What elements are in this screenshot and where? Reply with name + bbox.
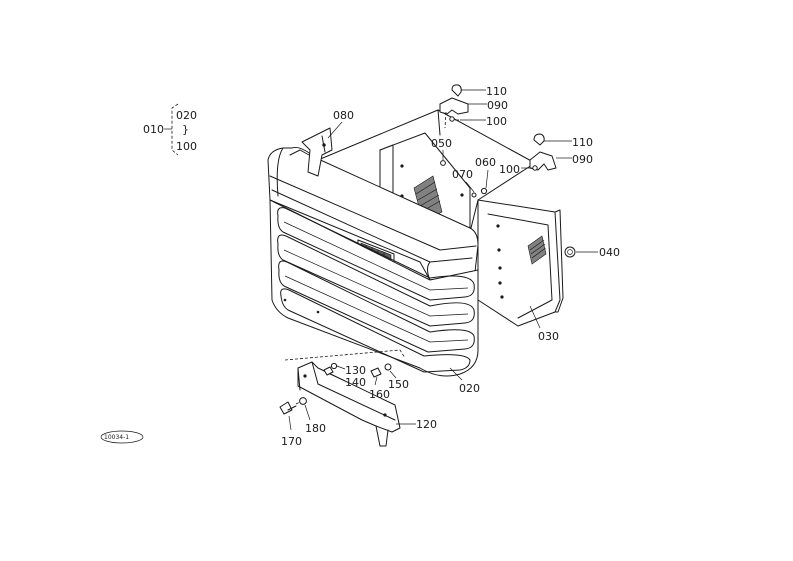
label-130[interactable]: 130 (345, 364, 366, 377)
hardware-lower: 130 140 160 150 170 180 (279, 362, 409, 448)
label-110b[interactable]: 110 (572, 136, 593, 149)
label-080[interactable]: 080 (333, 109, 354, 122)
label-100b[interactable]: 100 (499, 163, 520, 176)
label-070[interactable]: 070 (452, 168, 473, 181)
fasteners-top: 050 060 070 (431, 137, 496, 198)
mounting-plate-120: 120 (284, 349, 437, 447)
grille-louvers (277, 207, 475, 373)
label-090b[interactable]: 090 (572, 153, 593, 166)
label-160[interactable]: 160 (369, 388, 390, 401)
vent-grille-side (527, 235, 547, 265)
label-140[interactable]: 140 (345, 376, 366, 389)
label-110a[interactable]: 110 (486, 85, 507, 98)
bracket-080: 080 (301, 109, 354, 177)
front-grille-020 (267, 147, 479, 377)
label-010[interactable]: 010 (143, 123, 164, 136)
stamp-code: 10034-1 (104, 434, 129, 441)
label-170[interactable]: 170 (281, 435, 302, 448)
label-090a[interactable]: 090 (487, 99, 508, 112)
label-020-group[interactable]: 020 (176, 109, 197, 122)
label-150[interactable]: 150 (388, 378, 409, 391)
drawing-stamp: 10034-1 (100, 430, 144, 444)
hinge-upper: 110 090 100 (439, 84, 508, 129)
label-120[interactable]: 120 (416, 418, 437, 431)
top-frame-outline (317, 109, 536, 233)
nut-040: 040 (564, 246, 620, 259)
hinge-right: 110 090 100 (499, 133, 593, 176)
label-060[interactable]: 060 (475, 156, 496, 169)
group-connector: } (182, 123, 189, 136)
label-040[interactable]: 040 (599, 246, 620, 259)
side-panel-030 (477, 199, 564, 327)
label-020[interactable]: 020 (459, 382, 480, 395)
label-030[interactable]: 030 (538, 330, 559, 343)
label-100a[interactable]: 100 (486, 115, 507, 128)
part-group-bracket: 010 020 } 100 (143, 103, 197, 156)
label-100-group[interactable]: 100 (176, 140, 197, 153)
label-050[interactable]: 050 (431, 137, 452, 150)
label-180[interactable]: 180 (305, 422, 326, 435)
